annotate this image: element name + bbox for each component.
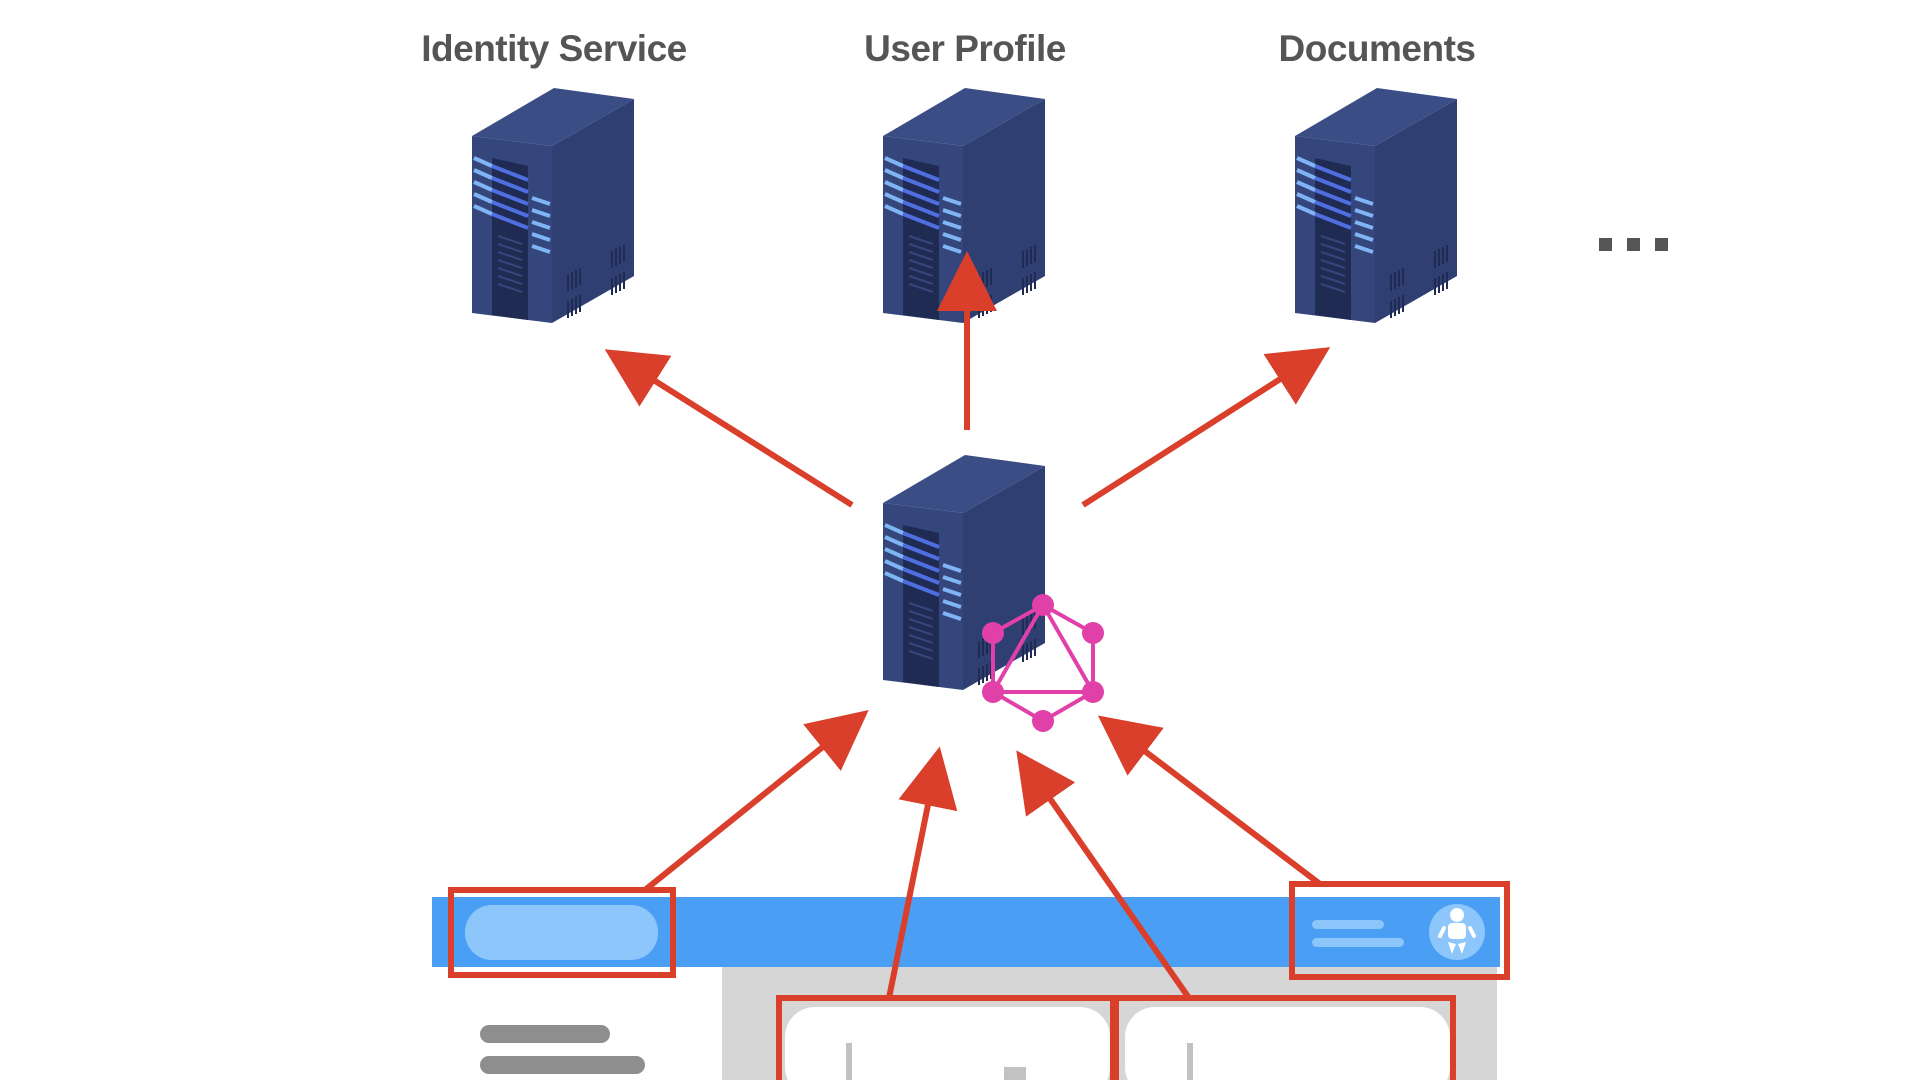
- avatar-baby-icon[interactable]: [1429, 904, 1485, 960]
- sidebar-line-2: [480, 1056, 645, 1074]
- content-card-right[interactable]: [1125, 1007, 1450, 1080]
- chart-bar: [1187, 1043, 1193, 1080]
- search-pill[interactable]: [465, 905, 658, 960]
- arrow-gateway-to-identity: [604, 349, 854, 508]
- client-ui-mock: [432, 897, 1500, 1080]
- arrow-user-menu-to-gateway: [1097, 715, 1322, 887]
- service-label-profile: User Profile: [864, 28, 1066, 69]
- graphql-logo-icon: [982, 594, 1104, 732]
- service-label-identity: Identity Service: [421, 28, 687, 69]
- arrow-search-to-gateway: [643, 709, 869, 893]
- server-graphql-gateway: [881, 453, 1047, 692]
- sidebar-line-1: [480, 1025, 610, 1043]
- user-name-line: [1312, 920, 1384, 929]
- chart-bar: [846, 1043, 852, 1080]
- service-label-documents: Documents: [1278, 28, 1476, 69]
- more-services-ellipsis-icon: [1599, 238, 1668, 251]
- content-card-left[interactable]: [785, 1007, 1110, 1080]
- server-documents: [1293, 86, 1459, 325]
- arrow-card-left-to-gateway: [886, 746, 958, 999]
- highlight-search-region: [448, 887, 676, 978]
- highlight-user-menu-region: [1289, 881, 1510, 980]
- server-identity-service: [470, 86, 636, 325]
- arrow-gateway-to-documents: [1081, 347, 1331, 508]
- user-subtitle-line: [1312, 938, 1404, 947]
- chart-bar: [1004, 1067, 1026, 1080]
- highlight-card-right-region: [1113, 995, 1456, 1080]
- arrow-card-right-to-gateway: [1016, 750, 1192, 1000]
